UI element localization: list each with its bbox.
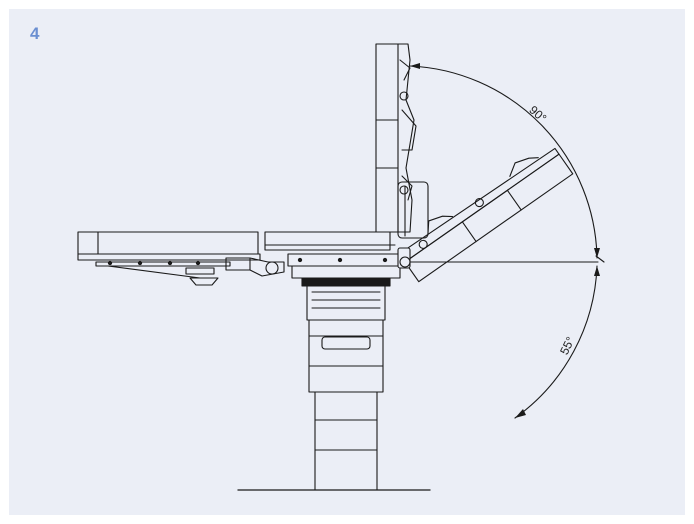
leg-section (77, 231, 285, 286)
arc-90 (409, 65, 598, 259)
seat-section (264, 231, 407, 279)
angle-label-55: 55° (557, 334, 578, 357)
back-section-angled (398, 147, 574, 283)
back-section-vertical (375, 43, 429, 239)
angle-label-90: 90° (526, 103, 549, 126)
column (301, 277, 391, 491)
figure-number: 4 (30, 24, 40, 43)
arc-55 (514, 265, 598, 419)
